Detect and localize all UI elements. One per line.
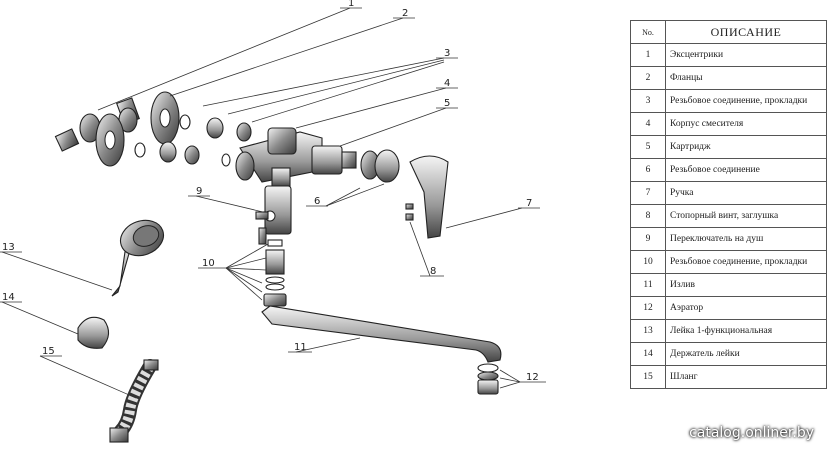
legend-item-number: 5 — [630, 135, 666, 159]
legend-item-description: Картридж — [665, 135, 827, 159]
callout-10: 10 — [202, 258, 215, 269]
part-spout — [261, 305, 502, 363]
legend-item-description: Резьбовое соединение, прокладки — [665, 89, 827, 113]
legend-item-number: 7 — [630, 181, 666, 205]
legend-item-number: 15 — [630, 365, 666, 389]
callout-15: 15 — [42, 346, 55, 357]
part-locking-screw — [405, 203, 414, 221]
part-cartridge — [311, 145, 357, 175]
callout-7: 7 — [526, 198, 532, 209]
legend-item-number: 13 — [630, 319, 666, 343]
part-threaded-gaskets — [134, 114, 252, 167]
part-shower-diverter — [255, 185, 292, 245]
part-handle — [409, 155, 449, 239]
watermark: catalog.onliner.by — [689, 425, 814, 441]
legend-item-description: Ручка — [665, 181, 827, 205]
leader-lines — [0, 7, 546, 399]
legend-item-description: Лейка 1-функциональная — [665, 319, 827, 343]
callout-1: 1 — [348, 0, 354, 9]
legend-item-number: 2 — [630, 66, 666, 90]
part-threaded-connection — [360, 149, 400, 183]
part-hand-shower — [111, 219, 165, 297]
part-hose — [109, 359, 159, 443]
callout-11: 11 — [294, 342, 307, 353]
legend-item-number: 3 — [630, 89, 666, 113]
callout-8: 8 — [430, 266, 436, 277]
legend-item-description: Корпус смесителя — [665, 112, 827, 136]
legend-header-row: No. ОПИСАНИЕ — [630, 20, 827, 44]
legend-item-description: Эксцентрики — [665, 43, 827, 67]
legend-item-number: 6 — [630, 158, 666, 182]
legend-item-number: 8 — [630, 204, 666, 228]
legend-item-description: Резьбовое соединение, прокладки — [665, 250, 827, 274]
legend-item-description: Переключатель на душ — [665, 227, 827, 251]
legend-item-number: 11 — [630, 273, 666, 297]
legend-item-description: Стопорный винт, заглушка — [665, 204, 827, 228]
callout-4: 4 — [444, 78, 450, 89]
legend-item-description: Резьбовое соединение — [665, 158, 827, 182]
part-flanges — [95, 91, 180, 167]
part-shower-holder — [77, 316, 110, 349]
legend-item-number: 4 — [630, 112, 666, 136]
callout-13: 13 — [2, 242, 15, 253]
legend-item-number: 10 — [630, 250, 666, 274]
part-eccentrics — [54, 97, 140, 152]
callout-9: 9 — [196, 186, 202, 197]
callout-12: 12 — [526, 372, 539, 383]
legend-item-description: Шланг — [665, 365, 827, 389]
legend-header-description: ОПИСАНИЕ — [665, 20, 827, 44]
part-spout-gaskets — [263, 239, 287, 307]
legend-item-description: Держатель лейки — [665, 342, 827, 366]
legend-item-description: Аэратор — [665, 296, 827, 320]
callout-2: 2 — [402, 8, 408, 19]
legend-item-number: 9 — [630, 227, 666, 251]
part-mixer-body — [235, 127, 323, 187]
legend-item-number: 12 — [630, 296, 666, 320]
legend-item-number: 1 — [630, 43, 666, 67]
legend-header-no: No. — [630, 20, 666, 44]
part-aerator — [477, 363, 499, 395]
callout-5: 5 — [444, 98, 450, 109]
legend-item-description: Фланцы — [665, 66, 827, 90]
callout-14: 14 — [2, 292, 15, 303]
callout-3: 3 — [444, 48, 450, 59]
callout-6: 6 — [314, 196, 320, 207]
legend-item-number: 14 — [630, 342, 666, 366]
exploded-view-diagram: 1 2 3 4 5 6 7 8 9 10 11 12 13 14 15 — [0, 0, 546, 443]
legend-item-description: Излив — [665, 273, 827, 297]
